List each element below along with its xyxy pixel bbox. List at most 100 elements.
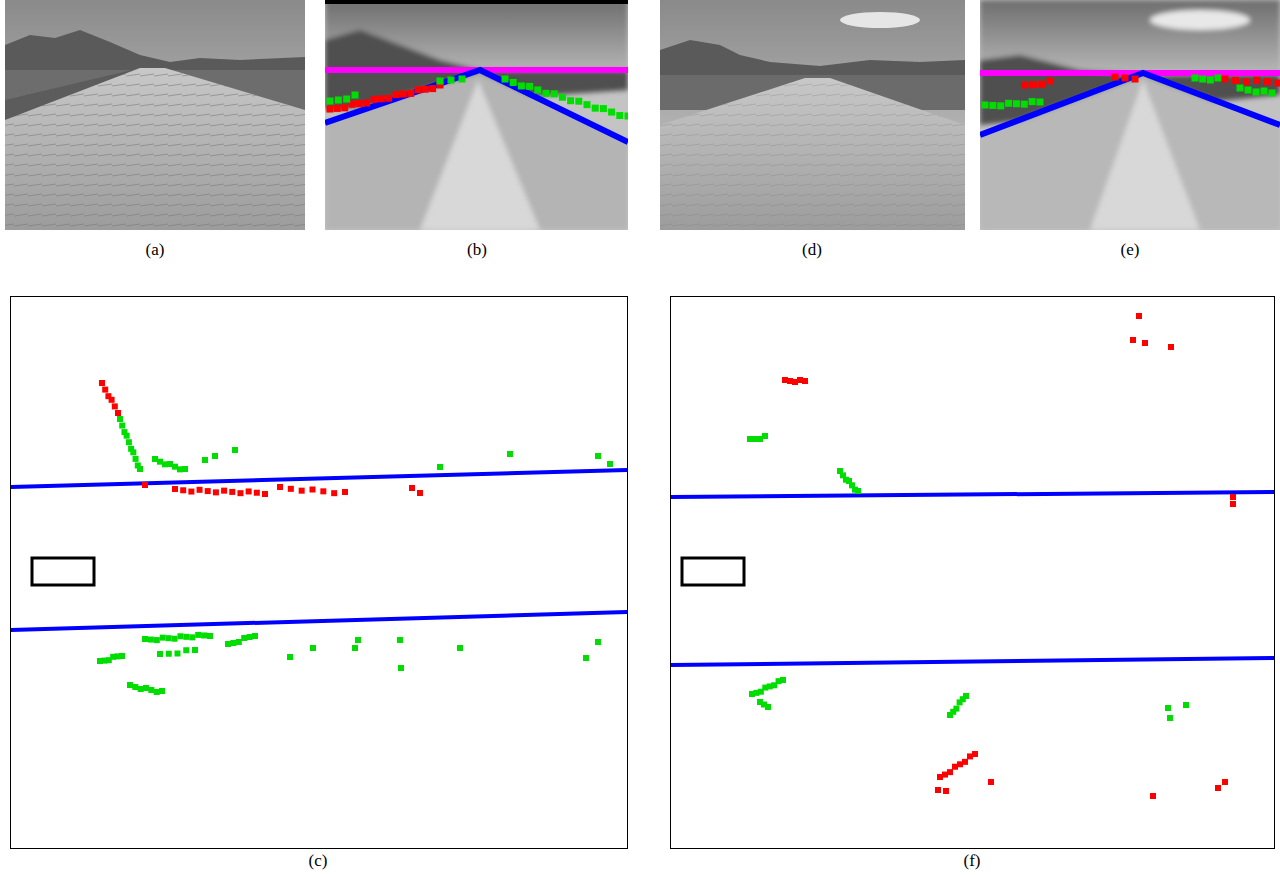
feature-point xyxy=(429,85,436,92)
feature-point xyxy=(142,636,148,642)
feature-point xyxy=(142,482,148,488)
feature-point xyxy=(1122,75,1129,82)
feature-point xyxy=(935,787,941,793)
feature-point xyxy=(1222,779,1228,785)
feature-point xyxy=(962,759,968,765)
feature-point xyxy=(254,490,260,496)
feature-point xyxy=(148,687,154,693)
processed-road-image xyxy=(325,0,628,230)
panel-label: (c) xyxy=(309,852,328,870)
feature-point xyxy=(343,96,350,103)
feature-point xyxy=(137,466,143,472)
feature-point xyxy=(117,416,123,422)
feature-point xyxy=(237,490,243,496)
feature-point xyxy=(246,488,252,494)
feature-point xyxy=(534,86,541,93)
feature-point xyxy=(342,489,348,495)
feature-point xyxy=(331,490,337,496)
feature-point xyxy=(997,102,1004,109)
feature-point xyxy=(371,96,378,103)
feature-point xyxy=(299,488,305,494)
feature-point xyxy=(989,102,996,109)
feature-point xyxy=(417,490,423,496)
feature-point xyxy=(526,83,533,90)
feature-point xyxy=(212,453,218,459)
feature-point xyxy=(115,410,121,416)
feature-point xyxy=(154,637,160,643)
plot-frame xyxy=(11,297,628,849)
vehicle-box xyxy=(682,558,744,585)
feature-point xyxy=(127,682,133,688)
feature-point xyxy=(988,779,994,785)
feature-point xyxy=(1030,81,1037,88)
panel-label: (a) xyxy=(146,241,165,259)
feature-point xyxy=(600,105,607,112)
feature-point xyxy=(510,79,517,86)
feature-point xyxy=(119,653,125,659)
feature-point xyxy=(407,90,414,97)
feature-point xyxy=(1222,76,1229,83)
feature-point xyxy=(287,654,293,660)
feature-point xyxy=(551,90,558,97)
feature-point xyxy=(221,488,227,494)
feature-point xyxy=(229,489,235,495)
feature-point xyxy=(415,86,422,93)
panel-label: (d) xyxy=(802,241,822,259)
feature-point xyxy=(159,688,165,694)
feature-point xyxy=(225,641,231,647)
feature-point xyxy=(507,451,513,457)
feature-point xyxy=(1022,82,1029,89)
feature-point xyxy=(183,647,189,653)
feature-point xyxy=(1005,100,1012,107)
feature-point xyxy=(1232,77,1239,84)
feature-point xyxy=(341,104,348,111)
feature-point xyxy=(802,378,808,384)
feature-point xyxy=(355,637,361,643)
feature-point xyxy=(1261,88,1268,95)
feature-point xyxy=(126,439,132,445)
feature-point xyxy=(963,693,969,699)
feature-point xyxy=(192,647,198,653)
feature-point xyxy=(559,94,566,101)
feature-point xyxy=(1264,78,1271,85)
feature-point xyxy=(201,632,207,638)
feature-point xyxy=(592,105,599,112)
feature-point xyxy=(252,633,258,639)
feature-point xyxy=(189,634,195,640)
feature-point xyxy=(409,485,415,491)
feature-point xyxy=(1112,74,1119,81)
feature-point xyxy=(232,447,238,453)
feature-point xyxy=(1230,494,1236,500)
feature-point xyxy=(197,487,203,493)
feature-point xyxy=(175,651,181,657)
feature-point xyxy=(583,655,589,661)
feature-point xyxy=(112,403,118,409)
plot-frame xyxy=(671,297,1275,849)
feature-point xyxy=(99,380,105,386)
feature-point xyxy=(1130,337,1136,343)
feature-point xyxy=(1275,80,1280,87)
feature-point xyxy=(119,423,125,429)
feature-point xyxy=(213,489,219,495)
feature-point xyxy=(1269,90,1276,97)
feature-point xyxy=(1047,78,1054,85)
feature-point xyxy=(1183,702,1189,708)
feature-point xyxy=(1245,87,1252,94)
feature-point xyxy=(335,97,342,104)
feature-point xyxy=(230,640,236,646)
feature-point xyxy=(1253,77,1260,84)
feature-point xyxy=(607,461,613,467)
feature-point xyxy=(1192,75,1199,82)
feature-point xyxy=(943,788,949,794)
feature-point xyxy=(320,488,326,494)
feature-point xyxy=(241,635,247,641)
feature-point xyxy=(1215,785,1221,791)
feature-point xyxy=(180,487,186,493)
feature-point xyxy=(166,635,172,641)
feature-point xyxy=(378,95,385,102)
vehicle-box xyxy=(32,558,94,585)
feature-point xyxy=(1168,344,1174,350)
feature-point xyxy=(1243,78,1250,85)
processed-road-image xyxy=(980,0,1280,230)
